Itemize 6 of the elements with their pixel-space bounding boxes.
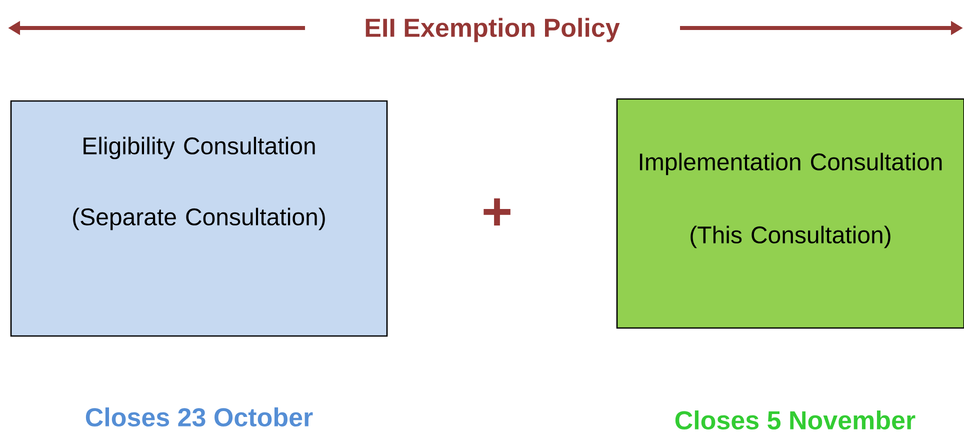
closing-date: Closes 5 November (675, 410, 916, 430)
consultation-box: Implementation Consultation (This Consultation) (616, 98, 964, 329)
closing-date: Closes 23 October (86, 407, 313, 427)
consultation-box: Eligibility Consultation (Separate Consultation) (10, 100, 388, 337)
title: EII Exemption Policy (366, 18, 620, 42)
plus-sign: + (484, 198, 510, 226)
